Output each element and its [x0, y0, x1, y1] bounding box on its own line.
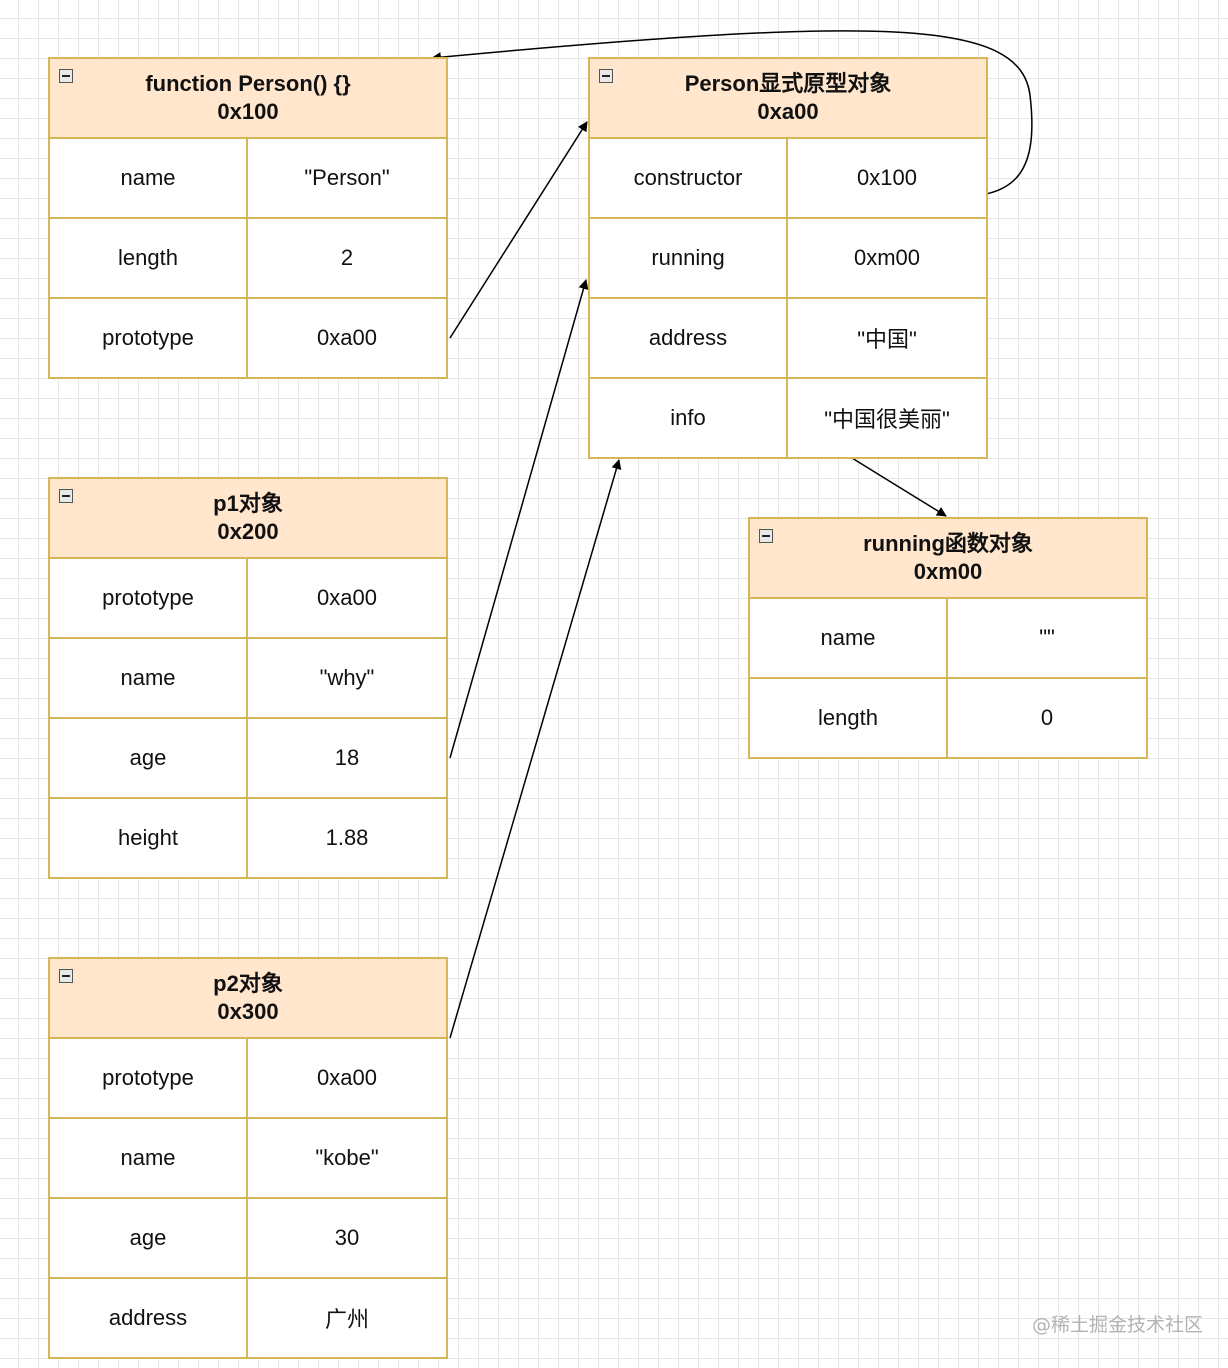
- table-row: length 2: [50, 219, 446, 299]
- watermark: @稀土掘金技术社区: [1032, 1314, 1204, 1336]
- row-value: "Person": [304, 165, 390, 190]
- table-row: address 广州: [50, 1279, 446, 1357]
- table-row: info "中国很美丽": [590, 379, 986, 457]
- table-row: constructor 0x100: [590, 139, 986, 219]
- row-value: 1.88: [325, 825, 369, 850]
- row-value: 0xa00: [317, 585, 377, 610]
- table-title: p2对象: [213, 971, 283, 996]
- table-row: age 30: [50, 1199, 446, 1279]
- p1-object: p1对象 0x200 prototype 0xa00 name "why" ag…: [48, 477, 448, 879]
- arrow-p1-prototype-to-proto: [449, 279, 589, 759]
- table-row: name "": [750, 599, 1146, 679]
- table-row: height 1.88: [50, 799, 446, 877]
- collapse-icon[interactable]: [759, 529, 773, 543]
- table-address: 0x100: [217, 99, 279, 124]
- row-value: "": [1039, 625, 1055, 650]
- arrow-p2-prototype-to-proto: [449, 459, 622, 1039]
- table-row: prototype 0xa00: [50, 299, 446, 377]
- table-row: age 18: [50, 719, 446, 799]
- row-key: running: [590, 219, 789, 297]
- table-address: 0x300: [217, 999, 279, 1024]
- row-key: info: [590, 379, 789, 457]
- row-key: constructor: [590, 139, 789, 217]
- row-key: prototype: [50, 299, 249, 377]
- row-key: name: [50, 1119, 249, 1197]
- row-key: name: [50, 139, 249, 217]
- row-value: 0xm00: [853, 245, 921, 270]
- row-value: 0x100: [857, 165, 917, 190]
- row-key: prototype: [50, 559, 249, 637]
- row-value: 广州: [325, 1307, 370, 1332]
- table-row: length 0: [750, 679, 1146, 757]
- row-value: 0: [1040, 705, 1054, 730]
- row-value: "why": [319, 665, 375, 690]
- p2-object: p2对象 0x300 prototype 0xa00 name "kobe" a…: [48, 957, 448, 1359]
- table-header: p2对象 0x300: [50, 959, 446, 1039]
- row-key: length: [750, 679, 949, 757]
- arrow-person-prototype-to-proto: [449, 121, 588, 339]
- table-row: name "why": [50, 639, 446, 719]
- table-header: running函数对象 0xm00: [750, 519, 1146, 599]
- table-title: running函数对象: [863, 531, 1033, 556]
- table-header: p1对象 0x200: [50, 479, 446, 559]
- row-key: address: [590, 299, 789, 377]
- row-key: prototype: [50, 1039, 249, 1117]
- table-title: p1对象: [213, 491, 283, 516]
- table-row: name "kobe": [50, 1119, 446, 1199]
- row-value: "中国": [857, 327, 917, 352]
- person-function-object: function Person() {} 0x100 name "Person"…: [48, 57, 448, 379]
- table-row: running 0xm00: [590, 219, 986, 299]
- collapse-icon[interactable]: [599, 69, 613, 83]
- row-value: 2: [340, 245, 354, 270]
- table-address: 0x200: [217, 519, 279, 544]
- row-value: 30: [334, 1225, 360, 1250]
- row-value: "中国很美丽": [824, 407, 950, 432]
- collapse-icon[interactable]: [59, 489, 73, 503]
- row-key: address: [50, 1279, 249, 1357]
- collapse-icon[interactable]: [59, 69, 73, 83]
- table-header: Person显式原型对象 0xa00: [590, 59, 986, 139]
- row-key: name: [750, 599, 949, 677]
- table-header: function Person() {} 0x100: [50, 59, 446, 139]
- row-value: 0xa00: [317, 325, 377, 350]
- row-key: age: [50, 1199, 249, 1277]
- row-key: height: [50, 799, 249, 877]
- row-value: 0xa00: [317, 1065, 377, 1090]
- table-title: function Person() {}: [145, 71, 351, 96]
- person-prototype-object: Person显式原型对象 0xa00 constructor 0x100 run…: [588, 57, 988, 459]
- row-key: length: [50, 219, 249, 297]
- arrow-running-to-running-fn: [851, 457, 947, 517]
- row-key: name: [50, 639, 249, 717]
- table-row: name "Person": [50, 139, 446, 219]
- row-value: 18: [334, 745, 360, 770]
- table-address: 0xm00: [913, 559, 983, 584]
- running-function-object: running函数对象 0xm00 name "" length 0: [748, 517, 1148, 759]
- table-row: address "中国": [590, 299, 986, 379]
- table-row: prototype 0xa00: [50, 1039, 446, 1119]
- row-key: age: [50, 719, 249, 797]
- collapse-icon[interactable]: [59, 969, 73, 983]
- table-address: 0xa00: [757, 99, 819, 124]
- table-title: Person显式原型对象: [684, 71, 892, 96]
- table-row: prototype 0xa00: [50, 559, 446, 639]
- row-value: "kobe": [315, 1145, 379, 1170]
